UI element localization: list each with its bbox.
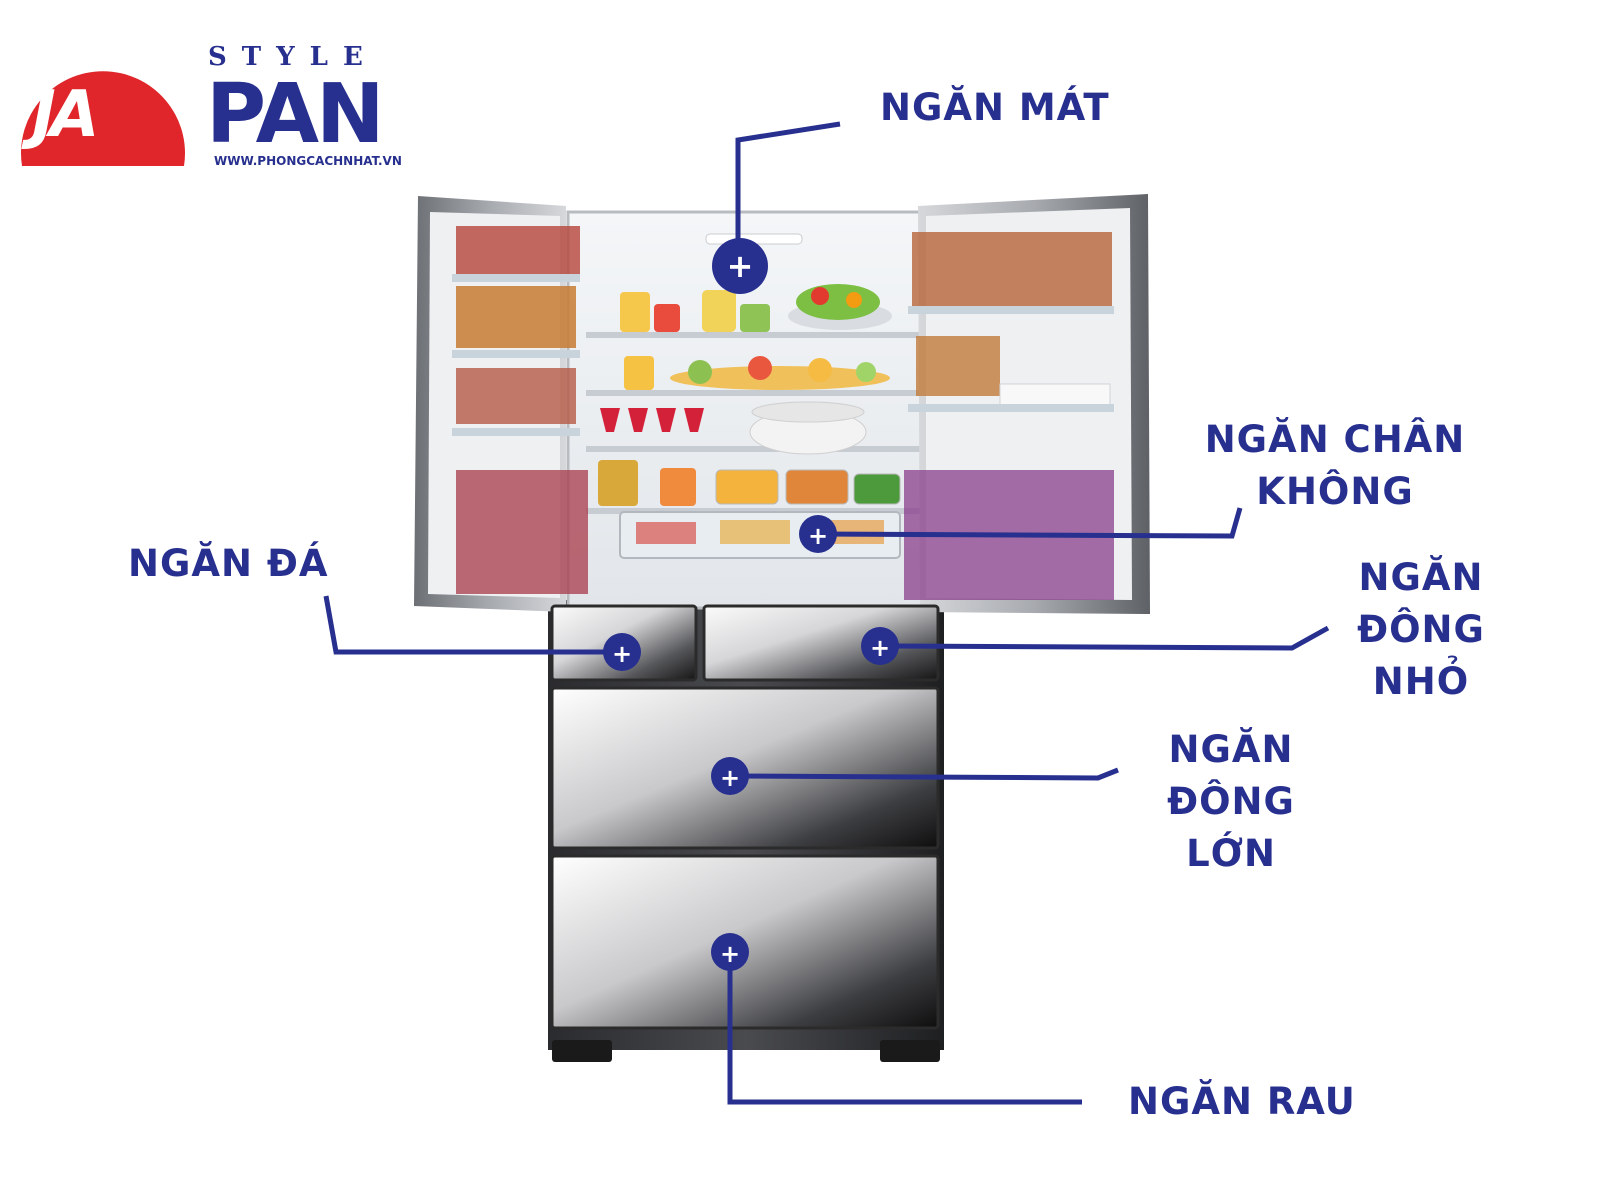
label-ngan-mat: NGĂN MÁT [880, 82, 1110, 134]
label-line: LỚN [1186, 832, 1276, 875]
leader-line-ngan-mat [735, 121, 841, 266]
leader-line-ngan-dong-lon [729, 767, 1119, 781]
food-container [785, 469, 849, 505]
food-pot-lid [751, 401, 865, 423]
hotspot-circle[interactable] [861, 627, 899, 665]
food-dessert [628, 408, 648, 432]
hotspot-ngan-rau[interactable]: + [711, 933, 749, 971]
label-ngan-da: NGĂN ĐÁ [128, 538, 328, 590]
hotspot-ngan-chan-khong[interactable]: + [799, 515, 837, 553]
label-line: ĐÔNG [1167, 780, 1295, 823]
plus-icon: + [808, 522, 828, 550]
shelf [586, 332, 926, 338]
food-container [853, 473, 901, 505]
label-ngan-dong-lon: NGĂN ĐÔNG LỚN [1156, 724, 1306, 880]
label-ngan-chan-khong: NGĂN CHÂN KHÔNG [1200, 414, 1470, 518]
door-bottles [912, 232, 1112, 308]
food-container [715, 469, 779, 505]
logo-url: WWW.PHONGCACHNHAT.VN [214, 154, 402, 168]
label-line: NHỎ [1372, 660, 1470, 703]
food-tomato [811, 287, 829, 305]
food-container [660, 468, 696, 506]
food-jar [598, 460, 638, 506]
food-jar [624, 356, 654, 390]
logo-red-sun [20, 71, 186, 166]
food-item [856, 362, 876, 382]
food-dessert [600, 408, 620, 432]
fridge-foot-left [552, 1040, 612, 1062]
door-bottles [456, 368, 576, 424]
food-item [748, 356, 772, 380]
hotspot-ngan-da[interactable]: + [603, 633, 641, 671]
food-item [688, 360, 712, 384]
door-bottles [456, 470, 588, 594]
label-line: NGĂN CHÂN [1204, 418, 1466, 461]
door-bottles [456, 226, 580, 276]
food-platter [670, 366, 890, 390]
food-jar [620, 292, 650, 332]
label-line: KHÔNG [1256, 470, 1414, 513]
door-shelf [908, 306, 1114, 314]
leader-line-ngan-chan-khong [817, 507, 1243, 539]
label-line: NGĂN MÁT [880, 86, 1110, 129]
leader-line-ngan-rau [727, 952, 1082, 1105]
food-container [740, 304, 770, 332]
hotspot-circle[interactable] [711, 933, 749, 971]
shelf [586, 446, 926, 452]
shelf [586, 390, 926, 396]
logo-mark: JA [32, 78, 99, 152]
label-line: NGĂN ĐÁ [128, 542, 329, 585]
logo-graphic [20, 71, 186, 166]
food-item [636, 522, 696, 544]
label-line: NGĂN [1358, 556, 1484, 599]
hotspot-circle[interactable] [603, 633, 641, 671]
food-jar [702, 290, 736, 332]
hotspot-circle[interactable] [711, 757, 749, 795]
food-pepper [846, 292, 862, 308]
leader-line-ngan-da [323, 595, 620, 655]
logo-style-word: STYLE [208, 42, 378, 72]
door-shelf [452, 428, 580, 436]
door-shelf [452, 274, 580, 282]
food-item [808, 358, 832, 382]
label-ngan-dong-nho: NGĂN ĐÔNG NHỎ [1346, 552, 1496, 708]
door-bottles [456, 286, 576, 348]
label-line: NGĂN RAU [1128, 1080, 1356, 1123]
food-dessert [684, 408, 704, 432]
label-line: NGĂN [1168, 728, 1294, 771]
label-ngan-rau: NGĂN RAU [1128, 1076, 1356, 1128]
plus-icon: + [720, 764, 740, 792]
food-dessert [656, 408, 676, 432]
door-shelf [452, 350, 580, 358]
hotspot-ngan-dong-nho[interactable]: + [861, 627, 899, 665]
food-jar [654, 304, 680, 332]
label-line: ĐÔNG [1357, 608, 1485, 651]
hotspot-ngan-dong-lon[interactable]: + [711, 757, 749, 795]
brand-logo: JA STYLE PAN WWW.PHONGCACHNHAT.VN [18, 36, 402, 176]
hotspot-ngan-mat[interactable]: + [712, 238, 768, 294]
leader-line-ngan-dong-nho [879, 625, 1330, 651]
hotspot-circle[interactable] [712, 238, 768, 294]
plus-icon: + [612, 640, 632, 668]
food-item [720, 520, 790, 544]
plus-icon: + [727, 247, 754, 285]
plus-icon: + [720, 940, 740, 968]
plus-icon: + [870, 634, 890, 662]
logo-name: PAN [206, 67, 385, 162]
door-shelf [908, 404, 1114, 412]
hotspot-circle[interactable] [799, 515, 837, 553]
fridge-foot-right [880, 1040, 940, 1062]
door-bottles [916, 336, 1000, 396]
